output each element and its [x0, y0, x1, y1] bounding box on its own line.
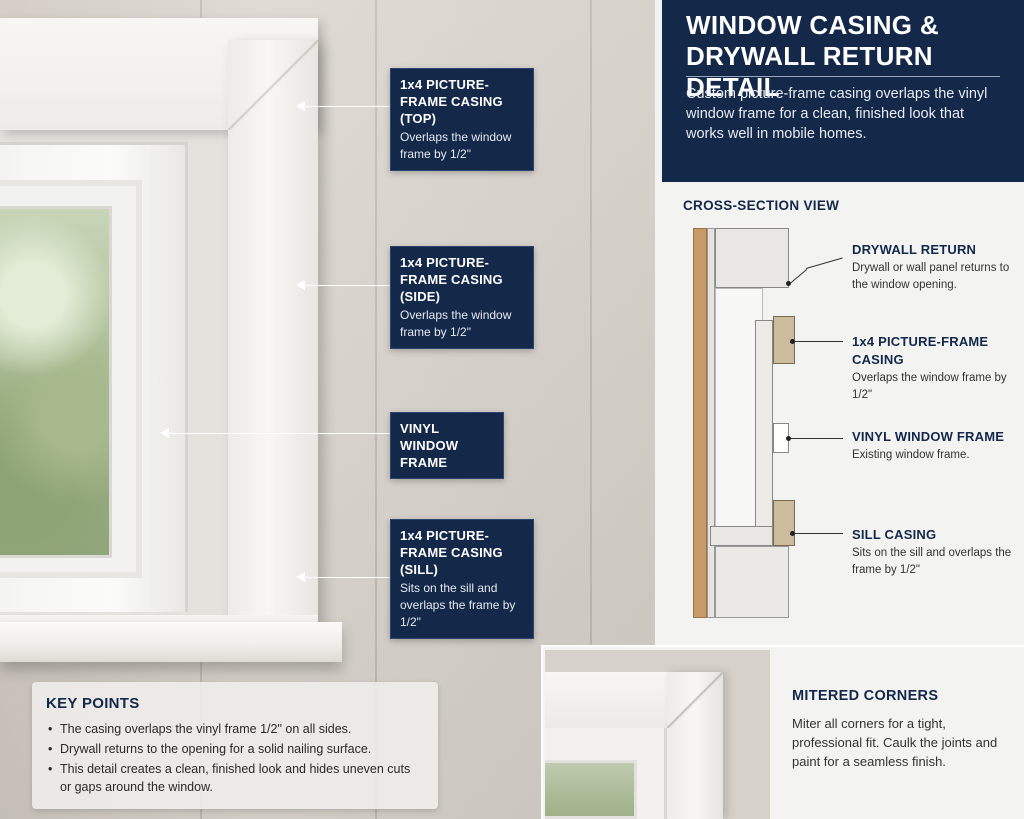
key-points-list: The casing overlaps the vinyl frame 1/2"…	[46, 720, 424, 796]
window-photo	[0, 0, 655, 819]
leader-dot	[786, 436, 791, 441]
leader-line	[795, 341, 843, 342]
label-desc: Existing window frame.	[852, 449, 970, 461]
wall-panel-seam	[590, 0, 592, 819]
page-subtitle: Custom picture-frame casing overlaps the…	[686, 86, 988, 142]
callout-title: VINYL WINDOW FRAME	[400, 421, 459, 470]
cross-section-heading: CROSS-SECTION VIEW	[683, 198, 840, 213]
casing-miter-joint	[228, 40, 318, 130]
label-title: DRYWALL RETURN	[852, 242, 977, 257]
leader-dot	[786, 281, 791, 286]
callout-vinyl-frame: VINYL WINDOW FRAME	[390, 412, 504, 479]
label-desc: Overlaps the window frame by 1/2"	[852, 372, 1007, 401]
leader-dot	[790, 531, 795, 536]
arrow-icon	[160, 428, 390, 438]
list-item: This detail creates a clean, finished lo…	[46, 760, 424, 796]
title-header	[662, 0, 1024, 182]
wall-panel	[707, 228, 715, 618]
label-desc: Sits on the sill and overlaps the frame …	[852, 547, 1012, 576]
window-glass	[0, 206, 112, 558]
label-title: SILL CASING	[852, 527, 937, 542]
lower-wall-section	[715, 546, 789, 618]
leader-line	[795, 533, 843, 534]
label-desc: Drywall or wall panel returns to the win…	[852, 262, 1010, 291]
sill-section	[710, 526, 773, 546]
sill-casing-section	[773, 500, 795, 546]
corner-window-glass	[545, 760, 637, 819]
callout-casing-sill: 1x4 PICTURE-FRAME CASING (SILL) Sits on …	[390, 519, 534, 639]
list-item: Drywall returns to the opening for a sol…	[46, 740, 424, 758]
callout-desc: Overlaps the window frame by 1/2"	[400, 308, 512, 339]
callout-title: 1x4 PICTURE-FRAME CASING (SILL)	[400, 528, 503, 577]
label-vinyl-frame: VINYL WINDOW FRAME Existing window frame…	[852, 428, 1012, 464]
key-points-title: KEY POINTS	[46, 695, 140, 712]
callout-casing-side: 1x4 PICTURE-FRAME CASING (SIDE) Overlaps…	[390, 246, 534, 349]
wall-stud	[693, 228, 707, 618]
arrow-icon	[296, 280, 390, 290]
drywall-return-section	[715, 228, 789, 288]
mitered-corners-title: MITERED CORNERS	[792, 688, 939, 704]
casing-side-trim	[228, 40, 318, 625]
label-title: 1x4 PICTURE-FRAME CASING	[852, 334, 989, 367]
callout-desc: Overlaps the window frame by 1/2"	[400, 130, 512, 161]
page-title: WINDOW CASING & DRYWALL RETURN DETAIL	[686, 10, 939, 102]
cross-section-drawing	[690, 228, 810, 620]
label-drywall-return: DRYWALL RETURN Drywall or wall panel ret…	[852, 241, 1012, 294]
wall-panel-seam	[375, 0, 377, 819]
callout-desc: Sits on the sill and overlaps the frame …	[400, 581, 516, 629]
callout-title: 1x4 PICTURE-FRAME CASING (SIDE)	[400, 255, 503, 304]
list-item: The casing overlaps the vinyl frame 1/2"…	[46, 720, 424, 738]
corner-miter-joint	[667, 672, 723, 728]
vinyl-frame-section	[755, 320, 773, 530]
mitered-corner-photo	[545, 650, 770, 819]
label-title: VINYL WINDOW FRAME	[852, 429, 1005, 444]
mitered-corners-text: Miter all corners for a tight, professio…	[792, 716, 998, 769]
title-divider	[686, 76, 1000, 77]
label-casing: 1x4 PICTURE-FRAME CASING Overlaps the wi…	[852, 333, 1012, 404]
leader-dot	[790, 339, 795, 344]
callout-title: 1x4 PICTURE-FRAME CASING (TOP)	[400, 77, 503, 126]
window-sill	[0, 622, 342, 662]
arrow-icon	[296, 101, 390, 111]
arrow-icon	[296, 572, 390, 582]
leader-line	[791, 438, 843, 439]
label-sill-casing: SILL CASING Sits on the sill and overlap…	[852, 526, 1012, 579]
key-points-box: KEY POINTS The casing overlaps the vinyl…	[32, 682, 438, 809]
callout-casing-top: 1x4 PICTURE-FRAME CASING (TOP) Overlaps …	[390, 68, 534, 171]
